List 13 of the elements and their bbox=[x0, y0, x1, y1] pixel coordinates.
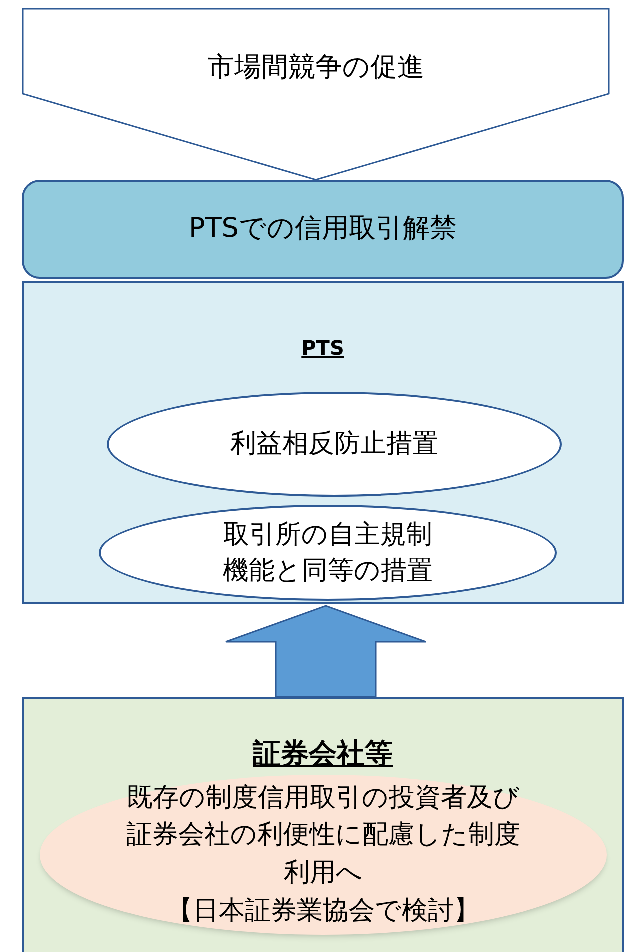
heading-text: 市場間競争の促進 bbox=[208, 51, 424, 85]
panel-box bbox=[22, 281, 624, 604]
ellipse-text: 利益相反防止措置 bbox=[230, 428, 440, 462]
panel-box bbox=[22, 697, 624, 952]
pentagon-arrow-shape bbox=[22, 8, 610, 181]
ellipse-text: 取引所の自主規制機能と同等の措置 bbox=[222, 518, 434, 588]
ellipse-text: 【日本証券業協会で検討】 bbox=[166, 894, 481, 928]
panel-heading: PTS bbox=[302, 335, 344, 362]
banner-text: PTSでの信用取引解禁 bbox=[189, 212, 457, 246]
block-arrow bbox=[225, 605, 427, 698]
ellipse-text: 既存の制度信用取引の投資者及び証券会社の利便性に配慮した制度利用へ bbox=[126, 782, 522, 890]
rounded-banner bbox=[22, 180, 624, 279]
panel-heading: 証券会社等 bbox=[253, 736, 393, 772]
